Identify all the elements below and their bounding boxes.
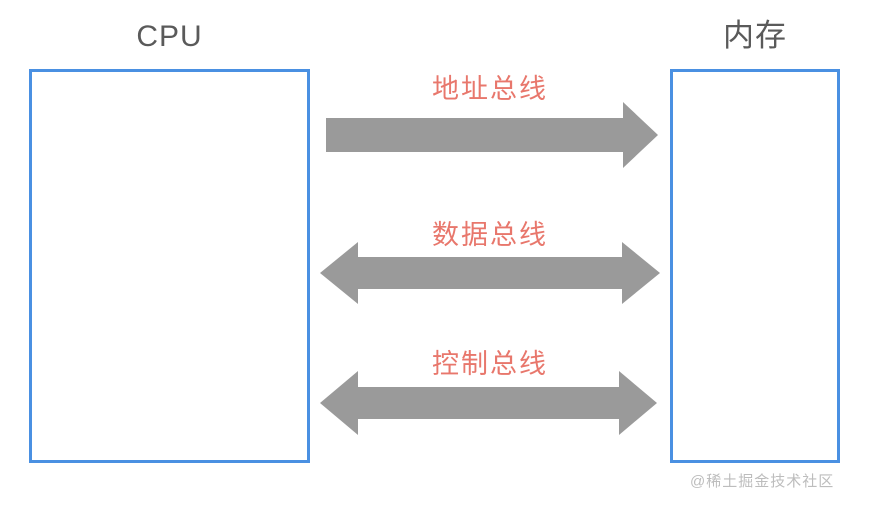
memory-box xyxy=(670,69,840,463)
control-bus-group: 控制总线 xyxy=(318,341,662,441)
data-bus-group: 数据总线 xyxy=(318,208,662,308)
memory-title: 内存 xyxy=(723,18,787,53)
control-bus-label: 控制总线 xyxy=(432,349,548,379)
cpu-box xyxy=(29,69,310,463)
address-bus-arrow-right-icon xyxy=(318,102,662,168)
data-bus-label: 数据总线 xyxy=(432,220,548,250)
control-bus-arrow-bidirectional-icon xyxy=(318,367,662,439)
cpu-title: CPU xyxy=(136,20,203,53)
watermark: @稀土掘金技术社区 xyxy=(690,473,835,490)
data-bus-arrow-bidirectional-icon xyxy=(318,238,662,308)
address-bus-group: 地址总线 xyxy=(318,68,662,168)
address-bus-label: 地址总线 xyxy=(432,74,548,104)
